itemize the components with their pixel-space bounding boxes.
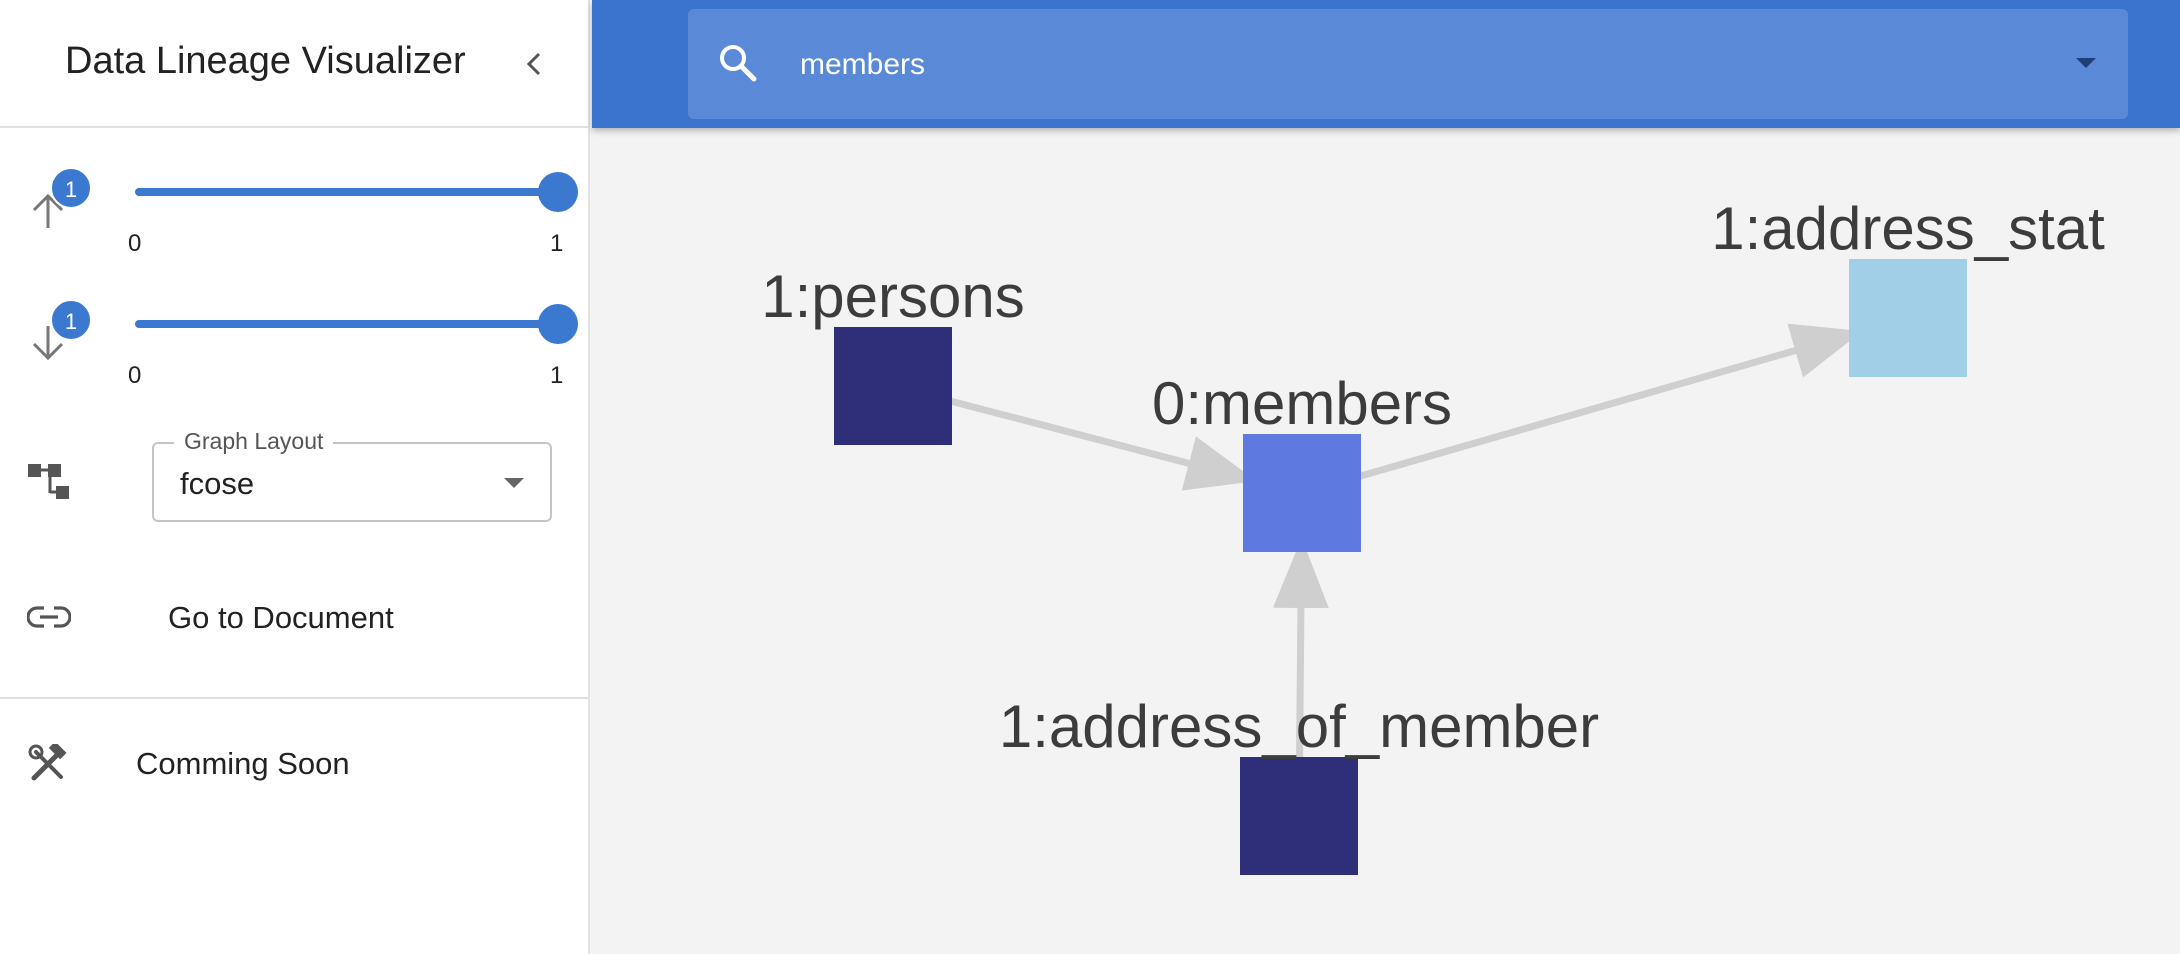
node-address_stat[interactable]: [1849, 259, 1967, 377]
graph-layout-value: fcose: [180, 466, 255, 501]
go-to-document-link[interactable]: Go to Document: [0, 580, 590, 656]
upstream-depth-slider[interactable]: [135, 172, 578, 212]
search-box[interactable]: [688, 9, 2128, 119]
sidebar-divider: [0, 697, 590, 699]
lineage-graph[interactable]: 1:persons 0:members 1:address_stat 1:addres…: [592, 128, 2180, 954]
go-to-document-label: Go to Document: [168, 600, 394, 635]
chevron-left-icon: [526, 52, 541, 76]
search-dropdown-caret-icon[interactable]: [2076, 58, 2096, 68]
dropdown-caret-icon: [504, 478, 524, 488]
app-title: Data Lineage Visualizer: [65, 40, 466, 82]
node-label-address_of_member: 1:address_of_member: [999, 693, 1599, 760]
node-label-persons: 1:persons: [761, 263, 1025, 330]
slider-track: [135, 188, 558, 196]
search-input[interactable]: [798, 39, 2002, 91]
tools-icon: [28, 741, 68, 789]
top-app-bar: [592, 0, 2180, 128]
slider-thumb[interactable]: [538, 304, 578, 344]
account-tree-icon: [28, 462, 70, 507]
downstream-depth-slider[interactable]: [135, 304, 578, 344]
link-icon: [26, 602, 72, 637]
node-label-members: 0:members: [1152, 370, 1452, 437]
node-label-address_stat: 1:address_stat: [1711, 195, 2105, 262]
downstream-depth-badge: 1: [50, 299, 92, 341]
collapse-sidebar-button[interactable]: [514, 44, 554, 84]
arrow-down-icon: [28, 322, 68, 369]
slider-thumb[interactable]: [538, 172, 578, 212]
graph-layout-select[interactable]: Graph Layout fcose: [152, 428, 552, 522]
graph-layout-label: Graph Layout: [174, 428, 334, 455]
node-members[interactable]: [1243, 434, 1361, 552]
sidebar: Data Lineage Visualizer 1 0 1 1 0 1: [0, 0, 590, 954]
downstream-min-label: 0: [128, 362, 142, 389]
node-persons[interactable]: [834, 327, 952, 445]
upstream-max-label: 1: [550, 230, 564, 257]
coming-soon-label: Comming Soon: [136, 746, 350, 781]
search-icon: [716, 41, 760, 90]
upstream-depth-badge: 1: [50, 167, 92, 209]
downstream-max-label: 1: [550, 362, 564, 389]
arrow-up-icon: [28, 190, 68, 237]
node-address_of_member[interactable]: [1240, 757, 1358, 875]
edge-members-to-address_stat[interactable]: [1301, 323, 1863, 497]
sidebar-header: Data Lineage Visualizer: [0, 0, 590, 128]
lineage-graph-canvas[interactable]: 1:persons 0:members 1:address_stat 1:addres…: [592, 128, 2180, 954]
upstream-min-label: 0: [128, 230, 142, 257]
slider-track: [135, 320, 558, 328]
